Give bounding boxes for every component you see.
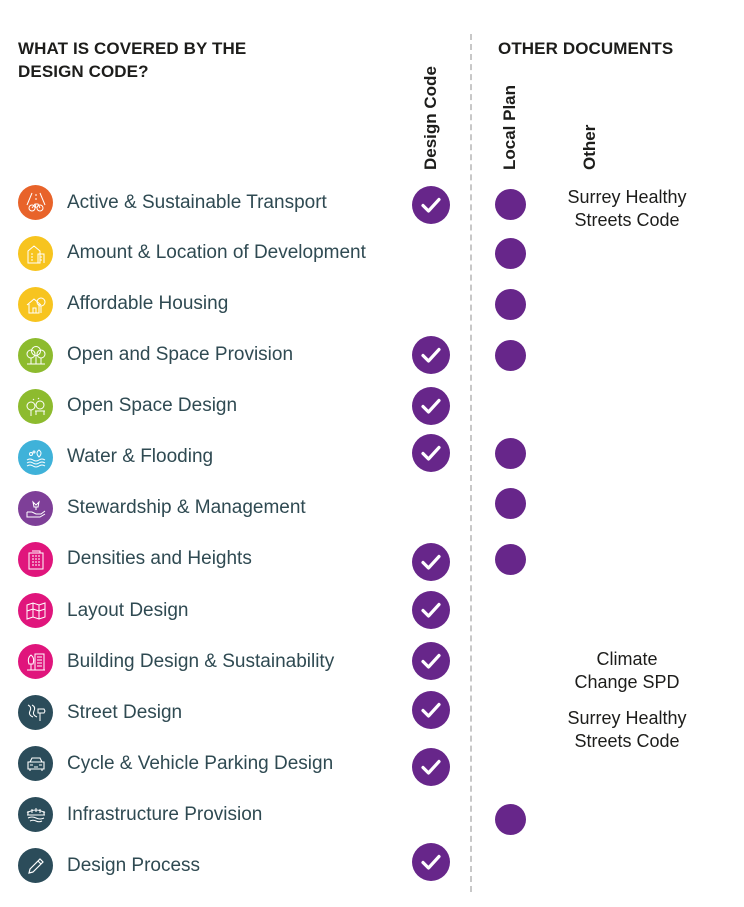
column-label-other: Other: [580, 124, 599, 170]
table-row: Amount & Location of Development: [0, 233, 744, 273]
local-plan-dot: [495, 238, 526, 269]
street-sign-icon: [18, 695, 53, 730]
local-plan-dot: [495, 488, 526, 519]
table-row: Open Space Design: [0, 386, 744, 426]
water-waves-icon: [18, 440, 53, 475]
column-divider: [470, 34, 472, 892]
design-code-check-icon: [412, 543, 450, 581]
design-code-check-icon: [412, 642, 450, 680]
column-label-local-plan: Local Plan: [500, 84, 519, 170]
table-row: Open and Space Provision: [0, 335, 744, 375]
house-icon: [18, 287, 53, 322]
topic-label: Building Design & Sustainability: [67, 651, 335, 672]
topic-label: Cycle & Vehicle Parking Design: [67, 753, 334, 774]
bridge-icon: [18, 797, 53, 832]
buildings-icon: [18, 236, 53, 271]
map-icon: [18, 593, 53, 628]
topic-label: Infrastructure Provision: [67, 804, 263, 825]
main-heading: WHAT IS COVERED BY THE DESIGN CODE?: [18, 37, 318, 83]
design-code-check-icon: [412, 843, 450, 881]
table-row: Cycle & Vehicle Parking Design: [0, 744, 744, 786]
design-code-check-icon: [412, 691, 450, 729]
design-code-check-icon: [412, 336, 450, 374]
topic-label: Water & Flooding: [67, 446, 214, 467]
other-note-surrey-healthy-streets: Surrey Healthy Streets Code: [547, 186, 707, 232]
other-note-surrey-healthy-streets: Surrey Healthy Streets Code: [547, 707, 707, 753]
topic-label: Street Design: [67, 702, 183, 723]
design-code-check-icon: [412, 748, 450, 786]
table-row: Building Design & Sustainability: [0, 642, 744, 682]
local-plan-dot: [495, 340, 526, 371]
table-row: Design Process: [0, 843, 744, 886]
local-plan-dot: [495, 544, 526, 575]
topic-label: Stewardship & Management: [67, 497, 306, 518]
table-row: Densities and Heights: [0, 539, 744, 581]
other-documents-heading: OTHER DOCUMENTS: [498, 39, 674, 58]
table-row: Active & Sustainable Transport: [0, 182, 744, 224]
park-bench-icon: [18, 389, 53, 424]
table-row: Infrastructure Provision: [0, 795, 744, 835]
topic-label: Open and Space Provision: [67, 344, 294, 365]
topic-label: Densities and Heights: [67, 548, 252, 569]
other-note-line: Surrey Healthy: [567, 708, 687, 728]
table-row: Water & Flooding: [0, 434, 744, 477]
design-code-check-icon: [412, 387, 450, 425]
table-row: Layout Design: [0, 591, 744, 631]
column-label-design-code: Design Code: [421, 66, 440, 170]
other-note-line: Climate: [596, 649, 658, 669]
table-row: Stewardship & Management: [0, 488, 744, 528]
building-tree-icon: [18, 644, 53, 679]
other-note-climate-change-spd: Climate Change SPD: [547, 648, 707, 694]
other-note-line: Streets Code: [574, 731, 680, 751]
main-heading-line-2: DESIGN CODE?: [18, 62, 149, 81]
topic-label: Amount & Location of Development: [67, 242, 366, 263]
table-row: Street Design: [0, 691, 744, 733]
hand-plant-icon: [18, 491, 53, 526]
local-plan-dot: [495, 438, 526, 469]
other-note-line: Surrey Healthy: [567, 187, 687, 207]
topic-label: Layout Design: [67, 600, 189, 621]
other-note-line: Change SPD: [574, 672, 680, 692]
local-plan-dot: [495, 804, 526, 835]
topic-label: Design Process: [67, 855, 201, 876]
trees-icon: [18, 338, 53, 373]
main-heading-line-1: WHAT IS COVERED BY THE: [18, 39, 247, 58]
bicycle-road-icon: [18, 185, 53, 220]
local-plan-dot: [495, 289, 526, 320]
topic-label: Open Space Design: [67, 395, 238, 416]
pencil-icon: [18, 848, 53, 883]
other-note-line: Streets Code: [574, 210, 680, 230]
apartment-block-icon: [18, 542, 53, 577]
design-code-check-icon: [412, 434, 450, 472]
table-row: Affordable Housing: [0, 284, 744, 324]
car-icon: [18, 746, 53, 781]
design-code-check-icon: [412, 186, 450, 224]
design-code-check-icon: [412, 591, 450, 629]
local-plan-dot: [495, 189, 526, 220]
topic-label: Active & Sustainable Transport: [67, 192, 327, 213]
topic-label: Affordable Housing: [67, 293, 229, 314]
